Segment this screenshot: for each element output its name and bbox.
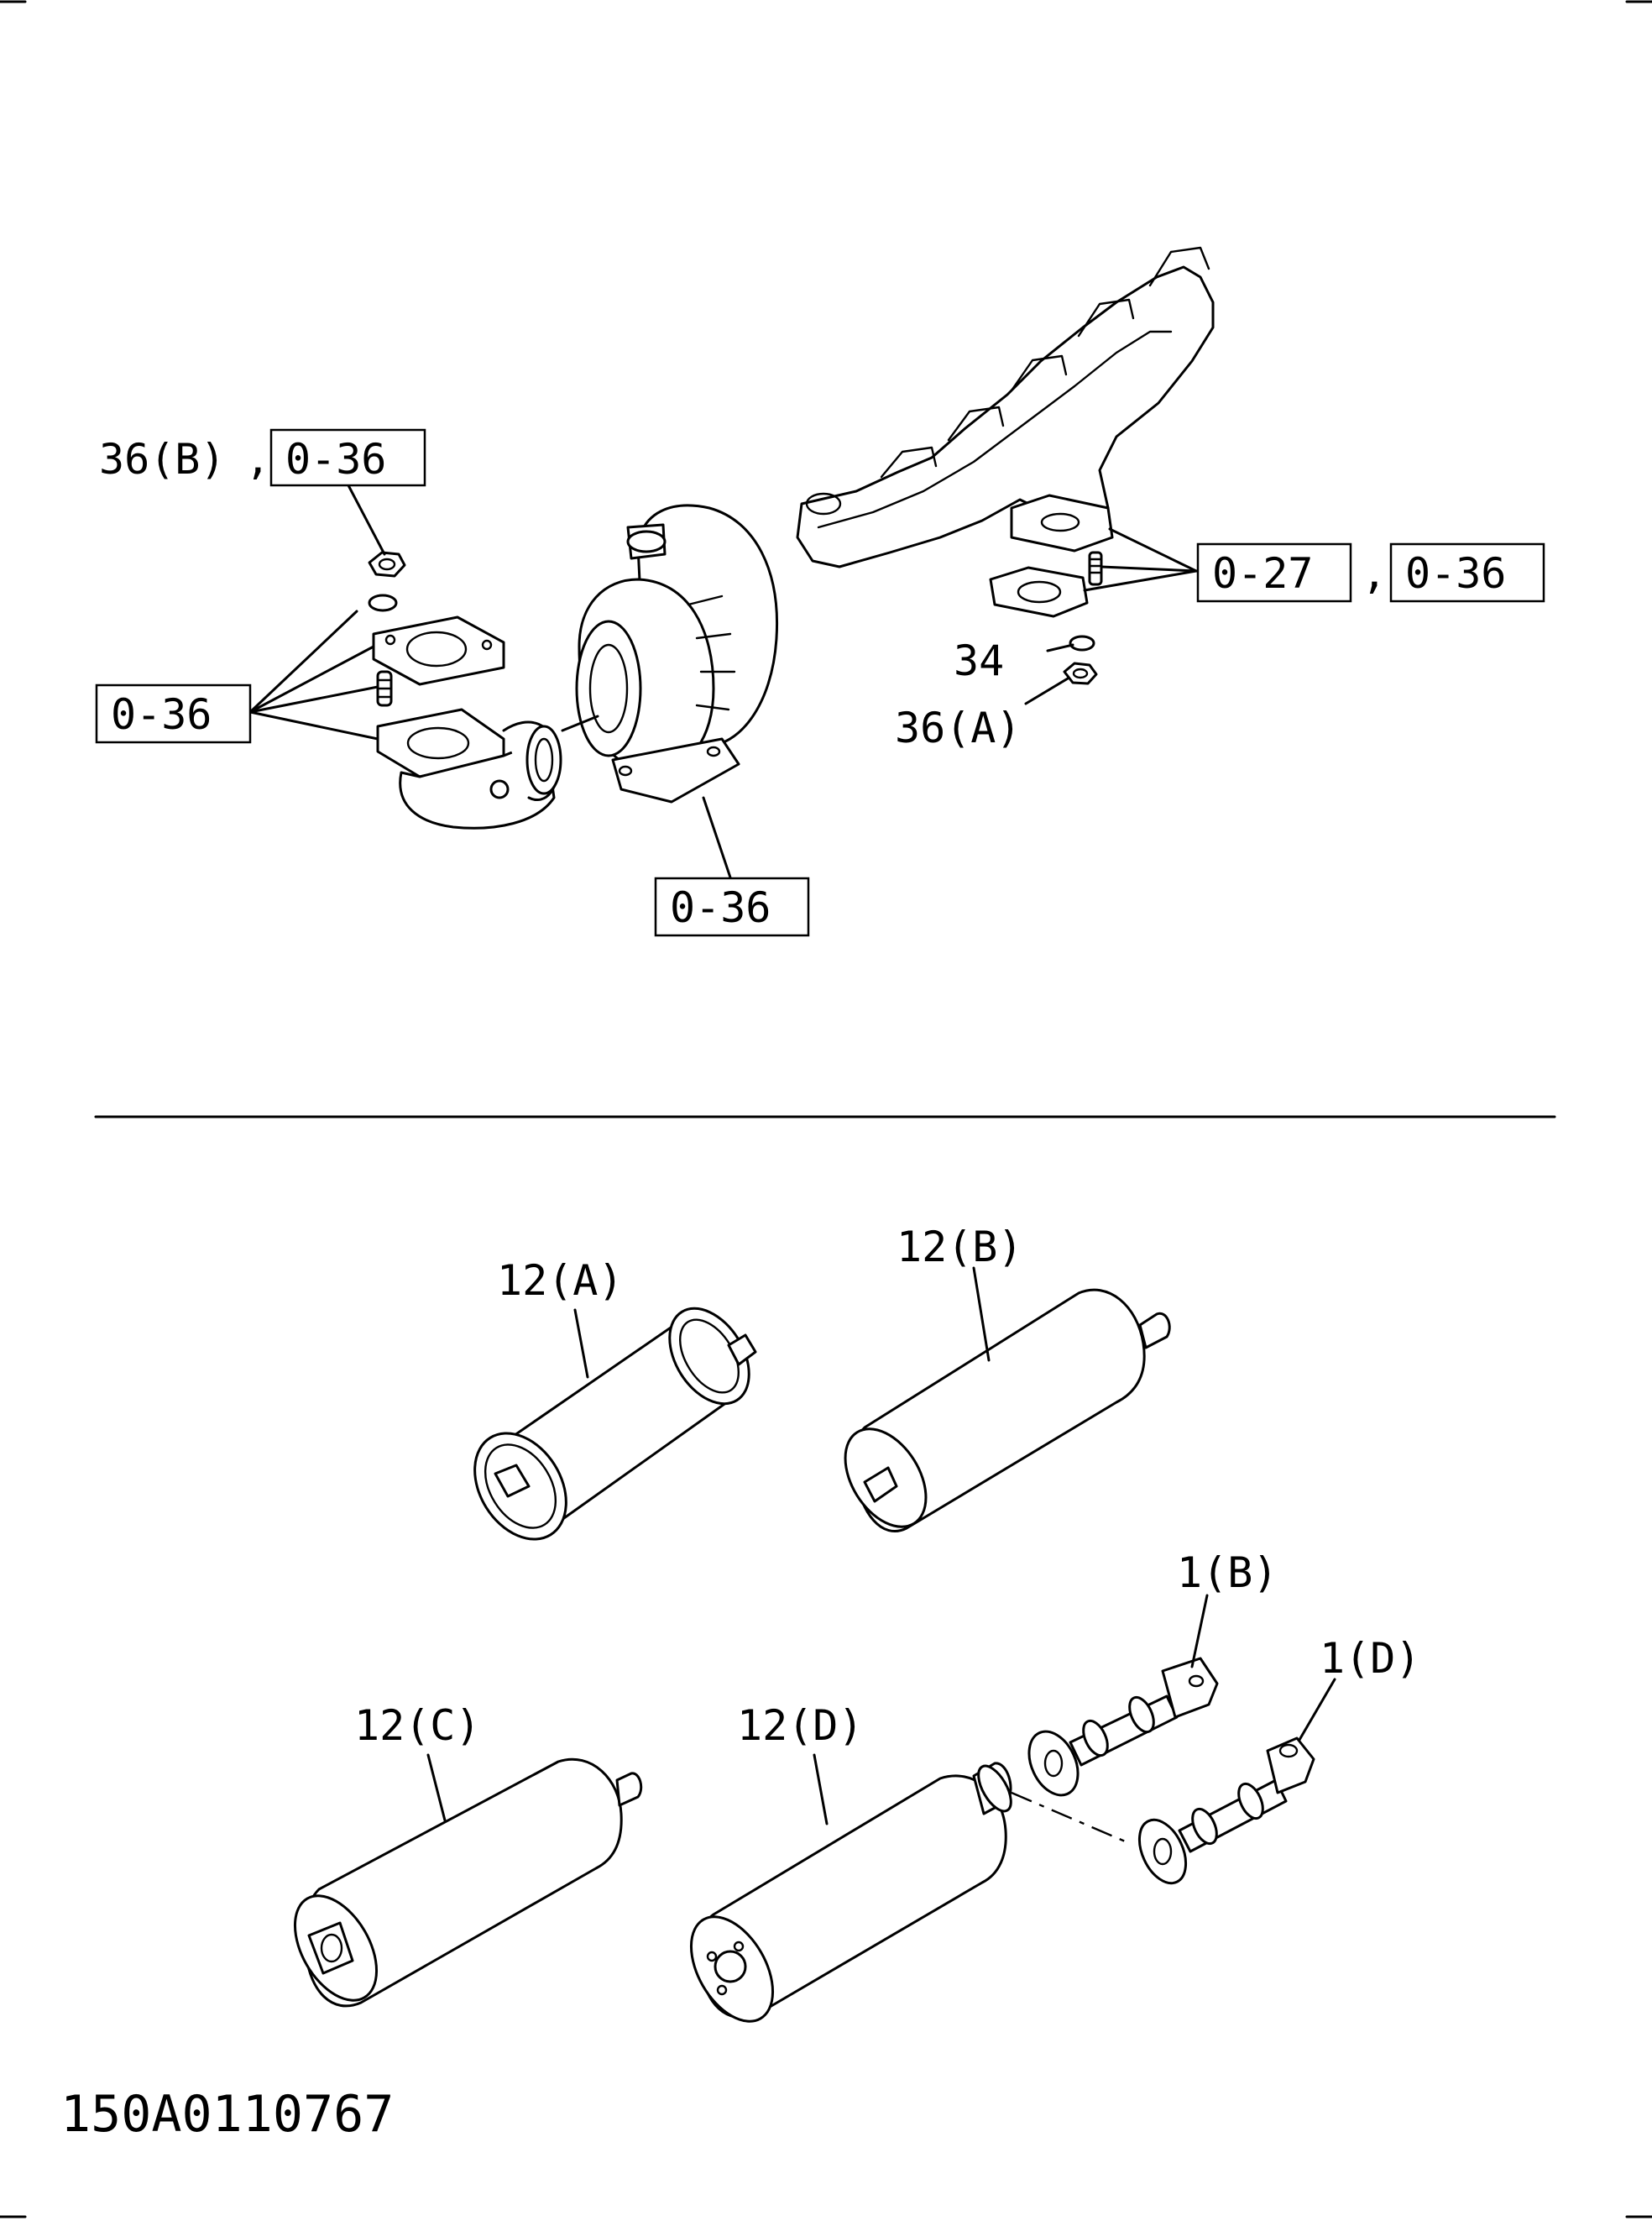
top-leaders	[248, 484, 1198, 879]
ref-box-elbow	[95, 684, 252, 744]
label-ref-nut: 0-36	[285, 435, 386, 484]
label-ref-manifold-2: 0-36	[1405, 549, 1506, 598]
pipe-1d	[1137, 1736, 1315, 1885]
label-12d: 12(D)	[737, 1701, 864, 1750]
alignment-line	[1011, 1791, 1130, 1845]
label-12b: 12(B)	[897, 1223, 1023, 1271]
turbocharger	[575, 504, 779, 804]
nut-36b	[368, 551, 406, 578]
turbo-flange-gasket	[372, 615, 505, 686]
leader-12b	[972, 1266, 991, 1362]
washer-34	[1069, 635, 1095, 652]
leader-12c	[426, 1753, 447, 1822]
muffler-12a	[473, 1307, 757, 1541]
label-1d: 1(D)	[1320, 1634, 1420, 1683]
leader-1b	[1190, 1594, 1209, 1668]
label-34: 34	[954, 636, 1004, 685]
leader-12d	[813, 1753, 829, 1825]
label-ref-elbow: 0-36	[111, 690, 212, 739]
label-ref-turbo: 0-36	[670, 883, 771, 932]
leader-1d	[1298, 1678, 1336, 1742]
turbo-outlet-washer	[368, 594, 398, 612]
muffler-12c	[293, 1757, 643, 2008]
label-36b: 36(B)	[99, 435, 226, 484]
label-comma-1: ,	[245, 435, 270, 484]
leader-12a	[573, 1308, 589, 1379]
label-36a: 36(A)	[895, 704, 1022, 752]
label-12c: 12(C)	[354, 1701, 481, 1750]
manifold-gasket	[989, 566, 1089, 618]
muffler-12b	[844, 1288, 1171, 1532]
nut-36a	[1063, 662, 1098, 685]
label-ref-manifold-1: 0-27	[1212, 549, 1313, 598]
ref-box-nut	[269, 428, 426, 487]
exhaust-manifold	[796, 246, 1215, 568]
pipe-1b	[1027, 1657, 1219, 1797]
label-1b: 1(B)	[1177, 1548, 1278, 1597]
manifold-stud	[1088, 551, 1103, 586]
ref-box-turbo	[654, 877, 810, 937]
drawing-number: 150A0110767	[60, 2085, 394, 2144]
label-12a: 12(A)	[497, 1256, 624, 1305]
muffler-12d	[689, 1762, 1012, 2023]
label-comma-2: ,	[1362, 549, 1387, 598]
turbo-outlet-stud	[376, 670, 393, 707]
ref-box-manifold-1	[1196, 542, 1352, 603]
ref-box-manifold-2	[1389, 542, 1545, 603]
exhaust-elbow	[376, 708, 562, 830]
